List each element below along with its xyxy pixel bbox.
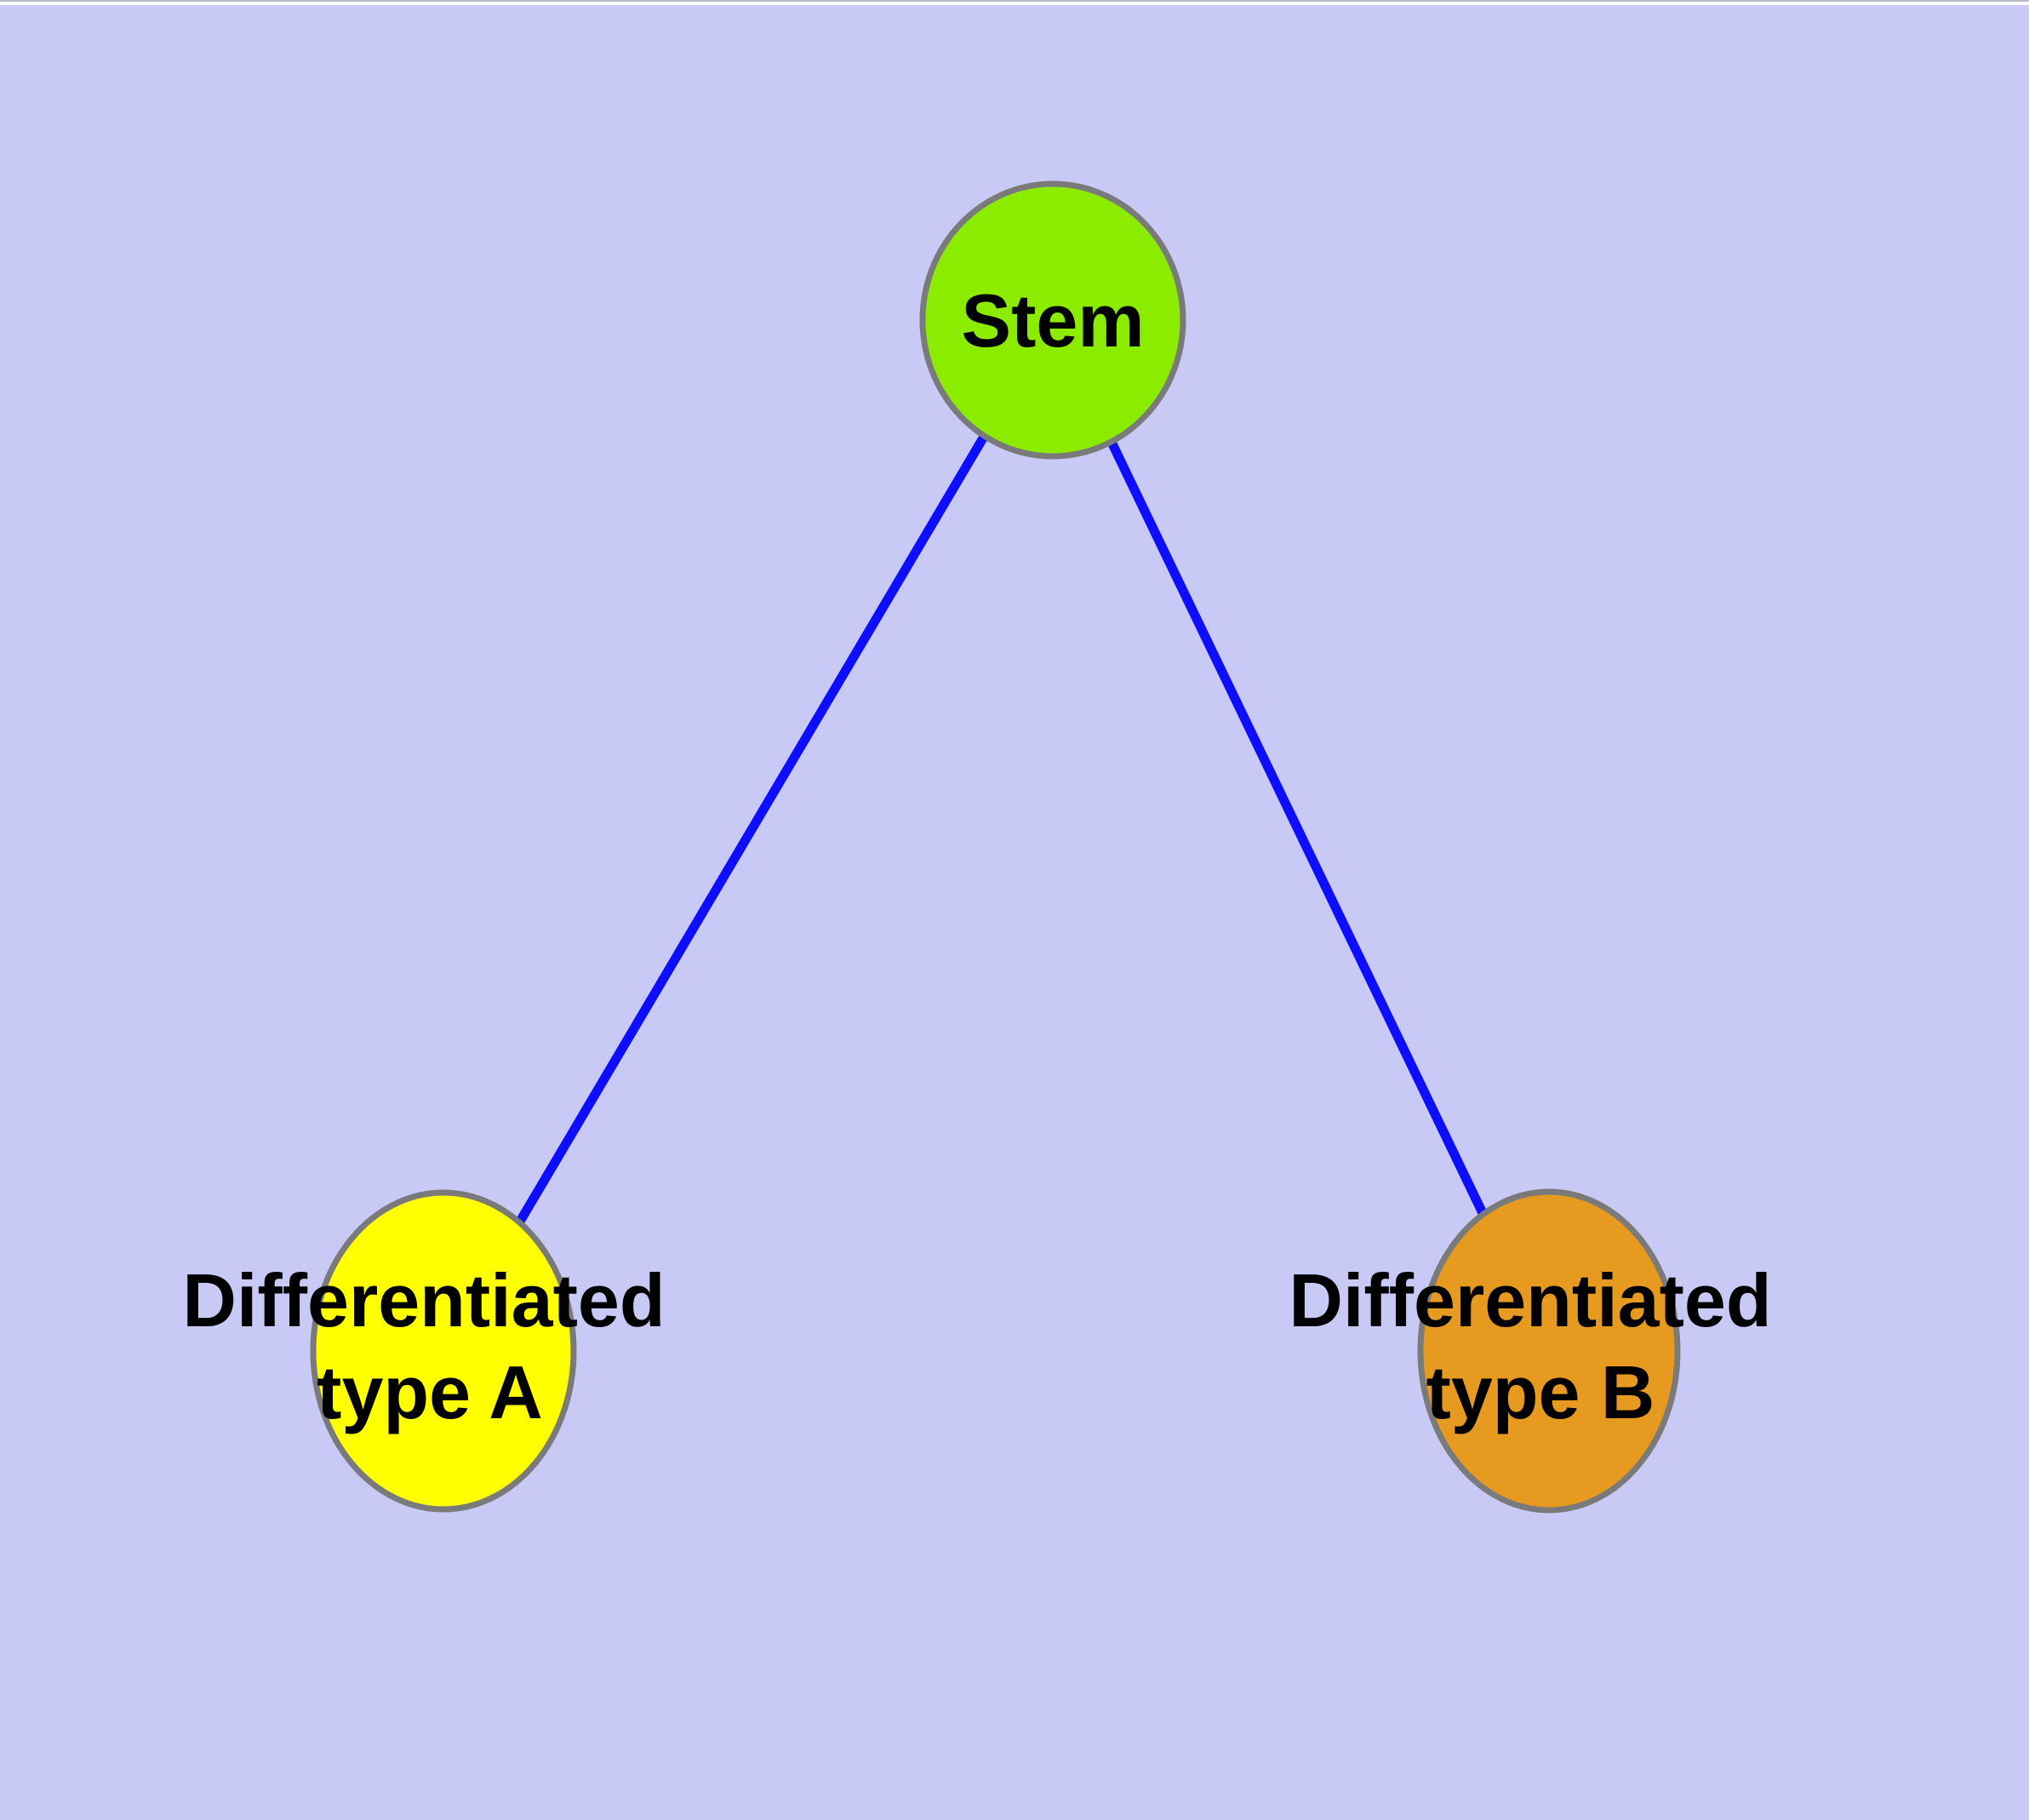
- differentiated-type-b-label-line-2: type B: [1426, 1350, 1655, 1434]
- stem-node-label: Stem: [961, 278, 1144, 363]
- differentiated-type-a-label-line-2: type A: [317, 1350, 543, 1434]
- stem-node: [919, 180, 1186, 460]
- differentiated-type-a-node: [310, 1189, 577, 1513]
- top-strip: [0, 2, 2029, 5]
- top-hairline: [0, 0, 2029, 2]
- differentiated-type-a-label-line-1: Differentiated: [182, 1258, 665, 1342]
- differentiated-type-b-node: [1417, 1188, 1681, 1514]
- edge-stem-to-type-a: [438, 315, 1058, 1356]
- differentiated-type-b-label-line-1: Differentiated: [1289, 1258, 1771, 1342]
- edge-stem-to-type-b: [1048, 315, 1554, 1356]
